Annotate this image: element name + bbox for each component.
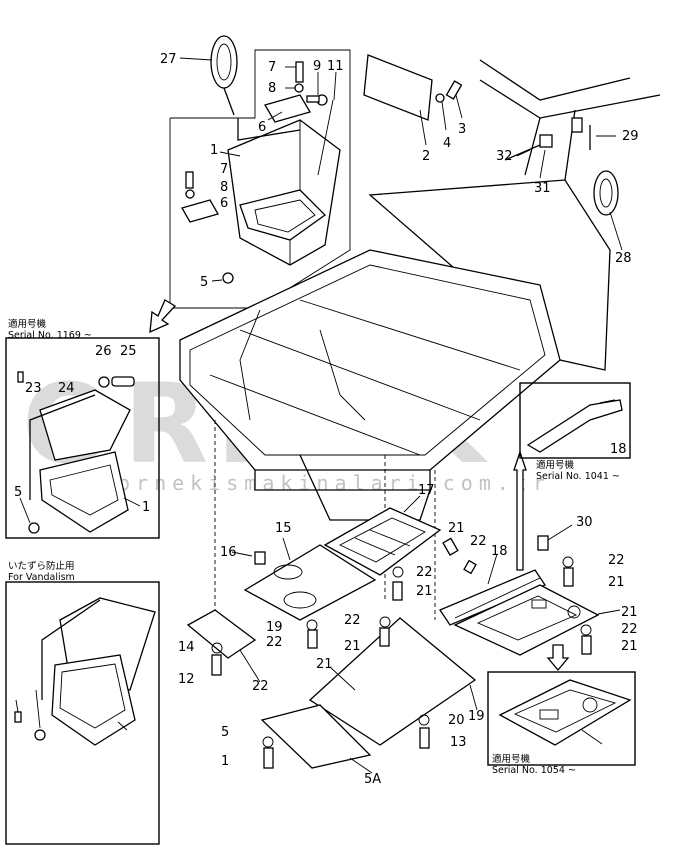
callout-label: 24 bbox=[58, 381, 75, 396]
callout-label: 22 bbox=[621, 622, 638, 637]
callout-label: 14 bbox=[178, 640, 195, 655]
inset-vandalism-jp: いたずら防止用 bbox=[8, 560, 75, 572]
toolbox-detail-top bbox=[169, 49, 351, 309]
inset-serial-1054 bbox=[487, 671, 636, 766]
callout-label: 29 bbox=[622, 129, 639, 144]
callout-label: 21 bbox=[344, 639, 361, 654]
callout-label: 5 bbox=[200, 275, 208, 290]
leader-lines bbox=[15, 57, 623, 774]
plate-2 bbox=[363, 54, 463, 121]
callout-label: 18 bbox=[491, 544, 508, 559]
callout-label: 22 bbox=[470, 534, 487, 549]
callout-label: 21 bbox=[621, 639, 638, 654]
callout-label: 23 bbox=[25, 381, 42, 396]
callout-label: 25 bbox=[120, 344, 137, 359]
inset-1169-jp: 適用号機 bbox=[8, 318, 47, 330]
callout-label: 22 bbox=[266, 635, 283, 650]
callout-label: 27 bbox=[160, 52, 177, 67]
callout-label: 22 bbox=[608, 553, 625, 568]
callout-label: 28 bbox=[615, 251, 632, 266]
bolt-set bbox=[211, 537, 592, 769]
callout-labels: 27 7 8 9 11 6 1 7 8 6 5 2 4 3 29 32 31 2… bbox=[14, 52, 639, 787]
floor-plates bbox=[186, 507, 600, 769]
callout-label: 32 bbox=[496, 149, 513, 164]
callout-label: 1 bbox=[210, 143, 218, 158]
callout-label: 15 bbox=[275, 521, 292, 536]
callout-label: 21 bbox=[608, 575, 625, 590]
callout-label: 18 bbox=[610, 442, 627, 457]
inset-vandalism-en: For Vandalism bbox=[8, 572, 75, 583]
callout-label: 2 bbox=[422, 149, 430, 164]
callout-label: 8 bbox=[220, 180, 228, 195]
callout-label: 5A bbox=[364, 772, 381, 787]
callout-label: 21 bbox=[621, 605, 638, 620]
inset-1169-en: Serial No. 1169 ~ bbox=[8, 330, 92, 341]
callout-label: 16 bbox=[220, 545, 237, 560]
callout-label: 13 bbox=[450, 735, 467, 750]
callout-label: 7 bbox=[268, 60, 276, 75]
inset-1041-en: Serial No. 1041 ~ bbox=[536, 471, 620, 482]
callout-label: 19 bbox=[468, 709, 485, 724]
callout-label: 6 bbox=[258, 120, 266, 135]
callout-label: 17 bbox=[418, 483, 435, 498]
callout-label: 21 bbox=[448, 521, 465, 536]
inset-1041-jp: 適用号機 bbox=[536, 459, 575, 471]
callout-label: 9 bbox=[313, 59, 321, 74]
callout-label: 26 bbox=[95, 344, 112, 359]
callout-label: 5 bbox=[221, 725, 229, 740]
callout-label: 5 bbox=[14, 485, 22, 500]
arrows bbox=[149, 299, 570, 672]
callout-label: 8 bbox=[268, 81, 276, 96]
callout-label: 20 bbox=[448, 713, 465, 728]
callout-label: 21 bbox=[416, 584, 433, 599]
main-frame bbox=[179, 179, 611, 620]
callout-label: 7 bbox=[220, 162, 228, 177]
callout-label: 6 bbox=[220, 196, 228, 211]
callout-label: 1 bbox=[142, 500, 150, 515]
callout-label: 22 bbox=[344, 613, 361, 628]
inset-vandalism bbox=[5, 581, 160, 845]
callout-label: 4 bbox=[443, 136, 451, 151]
callout-label: 31 bbox=[534, 181, 551, 196]
callout-label: 30 bbox=[576, 515, 593, 530]
cab-outline bbox=[479, 59, 661, 216]
inset-serial-1041 bbox=[519, 382, 631, 459]
callout-label: 3 bbox=[458, 122, 466, 137]
inset-serial-1169 bbox=[5, 337, 160, 539]
inset-1054-jp: 適用号機 bbox=[492, 753, 531, 765]
callout-label: 22 bbox=[416, 565, 433, 580]
watermark-url: ornekismakinalari.com.tr bbox=[118, 471, 551, 495]
callout-label: 11 bbox=[327, 59, 344, 74]
inset-1054-en: Serial No. 1054 ~ bbox=[492, 765, 576, 776]
callout-label: 22 bbox=[252, 679, 269, 694]
callout-label: 19 bbox=[266, 620, 283, 635]
callout-label: 21 bbox=[316, 657, 333, 672]
mirror-27 bbox=[210, 35, 238, 116]
callout-label: 12 bbox=[178, 672, 195, 687]
callout-label: 1 bbox=[221, 754, 229, 769]
